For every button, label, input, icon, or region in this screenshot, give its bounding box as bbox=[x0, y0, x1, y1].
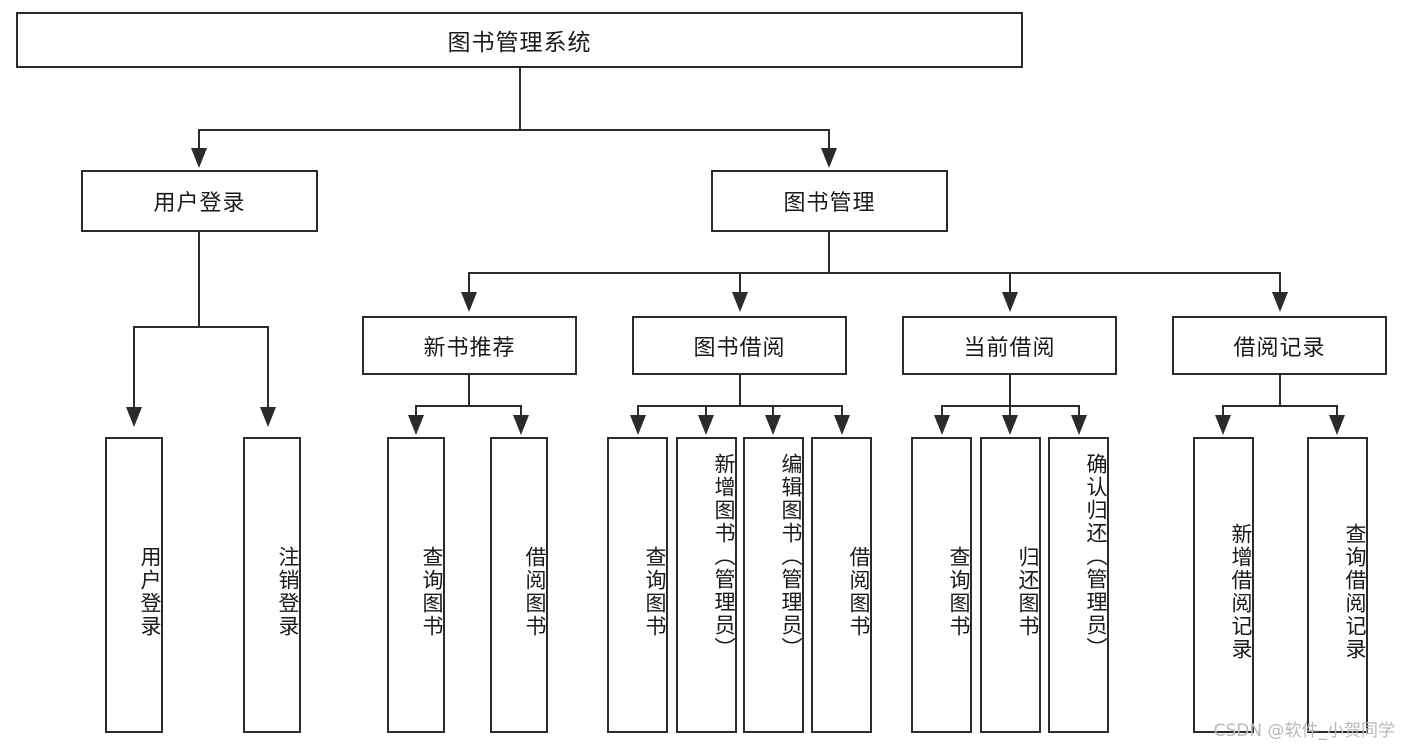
connector-drop-br-leaf-1 bbox=[1222, 405, 1224, 417]
node-label: 借阅图书 bbox=[523, 546, 547, 638]
node-label: 查询借阅记录 bbox=[1343, 523, 1367, 661]
arrow-nbr-leaf-2 bbox=[513, 415, 529, 435]
node-label: 新增借阅记录 bbox=[1229, 523, 1253, 661]
node-label: 图书管理 bbox=[783, 191, 876, 216]
node-label: 新书推荐 bbox=[423, 335, 516, 361]
arrow-bb-leaf-2 bbox=[698, 415, 714, 435]
connector-drop-bb-leaf-3 bbox=[772, 405, 774, 417]
node-new-book-recommend[interactable]: 新书推荐 bbox=[362, 316, 577, 375]
arrow-book-management bbox=[821, 148, 837, 168]
connector-drop-user-login bbox=[198, 129, 200, 151]
arrow-nbr-leaf-1 bbox=[408, 415, 424, 435]
connector-root-stem bbox=[519, 68, 521, 130]
node-label: 图书借阅 bbox=[693, 335, 786, 361]
node-label: 查询图书 bbox=[643, 546, 667, 638]
connector-drop-bb-leaf-2 bbox=[705, 405, 707, 417]
leaf-br-add-record[interactable]: 新增借阅记录 bbox=[1193, 437, 1254, 733]
connector-new-book-recommend-bus bbox=[415, 405, 521, 407]
node-borrow-record[interactable]: 借阅记录 bbox=[1172, 316, 1387, 375]
arrow-cb-leaf-3 bbox=[1071, 415, 1087, 435]
connector-book-management-stem bbox=[828, 232, 830, 273]
connector-borrow-record-stem bbox=[1279, 375, 1281, 406]
connector-drop-bb-leaf-1 bbox=[637, 405, 639, 417]
node-label: 用户登录 bbox=[138, 546, 162, 638]
node-label: 编辑图书（管理员） bbox=[779, 453, 803, 660]
arrow-bb-leaf-4 bbox=[834, 415, 850, 435]
arrow-book-borrow bbox=[732, 292, 748, 312]
connector-new-book-recommend-stem bbox=[468, 375, 470, 406]
connector-drop-bb-leaf-4 bbox=[841, 405, 843, 417]
leaf-user-login-logout[interactable]: 注销登录 bbox=[243, 437, 301, 733]
leaf-br-query-record[interactable]: 查询借阅记录 bbox=[1307, 437, 1368, 733]
leaf-cb-return-book[interactable]: 归还图书 bbox=[980, 437, 1041, 733]
node-label: 借阅图书 bbox=[847, 546, 871, 638]
arrow-borrow-record bbox=[1272, 292, 1288, 312]
connector-user-login-bus bbox=[133, 326, 268, 328]
connector-user-login-stem bbox=[198, 232, 200, 327]
leaf-user-login-login[interactable]: 用户登录 bbox=[105, 437, 163, 733]
arrow-cb-leaf-2 bbox=[1002, 415, 1018, 435]
connector-drop-cb-leaf-1 bbox=[941, 405, 943, 417]
connector-current-borrow-stem bbox=[1009, 375, 1011, 406]
connector-drop-nbr-leaf-1 bbox=[415, 405, 417, 417]
arrow-bb-leaf-3 bbox=[765, 415, 781, 435]
arrow-br-leaf-2 bbox=[1329, 415, 1345, 435]
connector-drop-cb-leaf-3 bbox=[1078, 405, 1080, 417]
node-book-management[interactable]: 图书管理 bbox=[711, 170, 948, 232]
node-book-borrow[interactable]: 图书借阅 bbox=[632, 316, 847, 375]
arrow-user-login bbox=[191, 148, 207, 168]
leaf-bb-query-book[interactable]: 查询图书 bbox=[607, 437, 668, 733]
node-label: 借阅记录 bbox=[1233, 335, 1326, 361]
connector-drop-nbr-leaf-2 bbox=[520, 405, 522, 417]
node-label: 查询图书 bbox=[947, 546, 971, 638]
connector-book-borrow-stem bbox=[739, 375, 741, 406]
node-current-borrow[interactable]: 当前借阅 bbox=[902, 316, 1117, 375]
leaf-cb-query-book[interactable]: 查询图书 bbox=[911, 437, 972, 733]
leaf-cb-confirm-return-admin[interactable]: 确认归还（管理员） bbox=[1048, 437, 1109, 733]
connector-drop-borrow-record bbox=[1279, 272, 1281, 294]
arrow-br-leaf-1 bbox=[1215, 415, 1231, 435]
leaf-bb-edit-book-admin[interactable]: 编辑图书（管理员） bbox=[743, 437, 804, 733]
node-label: 用户登录 bbox=[153, 191, 246, 216]
arrow-user-login-leaf-1 bbox=[126, 407, 142, 427]
node-user-login[interactable]: 用户登录 bbox=[81, 170, 318, 232]
leaf-bb-borrow-book[interactable]: 借阅图书 bbox=[811, 437, 872, 733]
arrow-cb-leaf-1 bbox=[934, 415, 950, 435]
node-label: 归还图书 bbox=[1016, 546, 1040, 638]
node-label: 新增图书（管理员） bbox=[712, 453, 736, 660]
connector-drop-book-borrow bbox=[739, 272, 741, 294]
arrow-bb-leaf-1 bbox=[630, 415, 646, 435]
leaf-nbr-borrow-book[interactable]: 借阅图书 bbox=[490, 437, 548, 733]
arrow-user-login-leaf-2 bbox=[260, 407, 276, 427]
connector-drop-book-management bbox=[828, 129, 830, 151]
connector-drop-cb-leaf-2 bbox=[1009, 405, 1011, 417]
node-label: 查询图书 bbox=[420, 546, 444, 638]
connector-book-borrow-bus bbox=[637, 405, 843, 407]
node-root-book-management-system[interactable]: 图书管理系统 bbox=[16, 12, 1023, 68]
arrow-current-borrow bbox=[1002, 292, 1018, 312]
connector-drop-current-borrow bbox=[1009, 272, 1011, 294]
node-label: 当前借阅 bbox=[963, 335, 1056, 361]
node-label: 图书管理系统 bbox=[447, 30, 592, 56]
connector-drop-br-leaf-2 bbox=[1336, 405, 1338, 417]
connector-drop-user-login-leaf-2 bbox=[267, 326, 269, 409]
connector-level3-bus bbox=[468, 272, 1280, 274]
connector-borrow-record-bus bbox=[1222, 405, 1337, 407]
arrow-new-book-recommend bbox=[461, 292, 477, 312]
connector-level2-bus bbox=[198, 129, 830, 131]
connector-drop-new-book-recommend bbox=[468, 272, 470, 294]
connector-drop-user-login-leaf-1 bbox=[133, 326, 135, 409]
leaf-nbr-query-book[interactable]: 查询图书 bbox=[387, 437, 445, 733]
node-label: 注销登录 bbox=[276, 546, 300, 638]
node-label: 确认归还（管理员） bbox=[1084, 453, 1108, 660]
leaf-bb-add-book-admin[interactable]: 新增图书（管理员） bbox=[676, 437, 737, 733]
